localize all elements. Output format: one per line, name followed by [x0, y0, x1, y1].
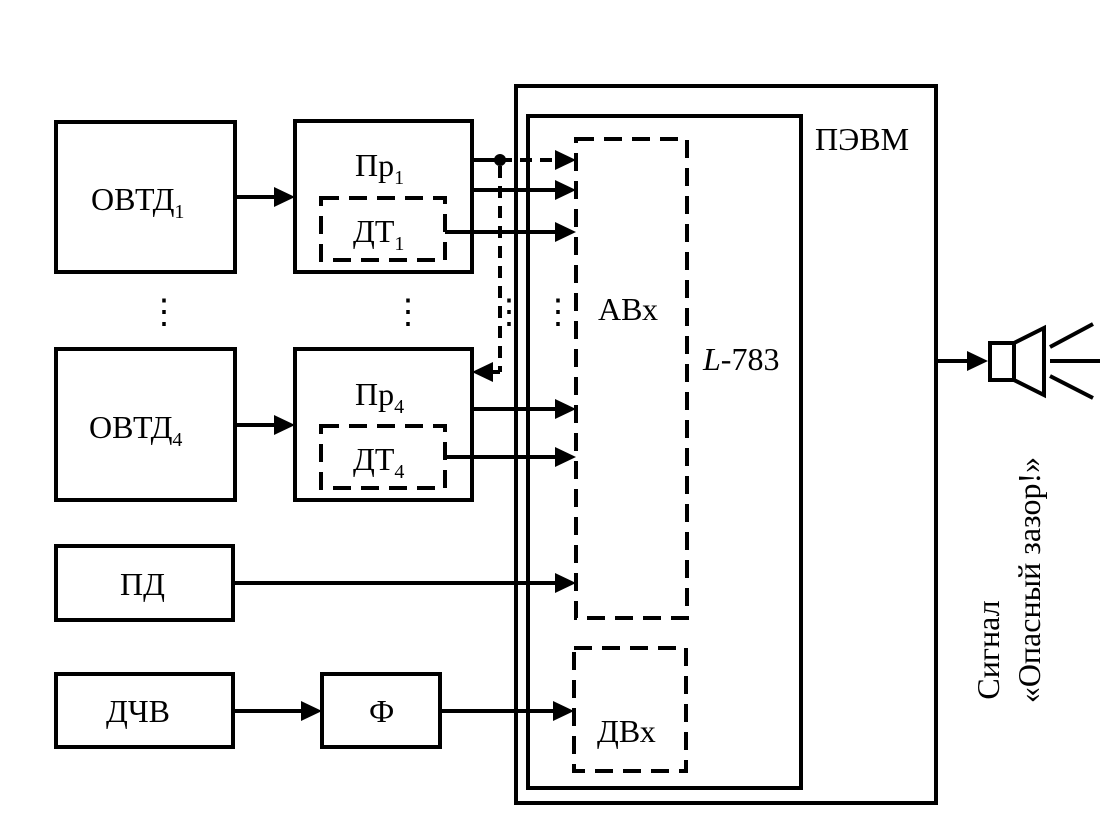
pevm-label: ПЭВМ	[815, 121, 909, 157]
pd-label: ПД	[120, 566, 165, 602]
dchv-label: ДЧВ	[106, 693, 170, 729]
arrow-pr1-out2-head	[555, 180, 576, 200]
arrow-pd-out-head	[555, 573, 576, 593]
arrow-pevm-speaker-head	[967, 351, 988, 371]
continuation-dots-pr: ⋮	[391, 294, 425, 331]
dt4-label: ДТ4	[353, 441, 404, 483]
arrow-ovtd1-pr1-head	[274, 187, 295, 207]
pr4-block	[293, 347, 474, 502]
arrow-dchv-f-head	[301, 701, 322, 721]
arrow-pr1-out1-head	[555, 150, 576, 170]
analog-input-label: АВх	[598, 291, 658, 327]
junction-dot	[494, 154, 506, 166]
l783-board	[526, 114, 803, 790]
pr1-block	[293, 119, 474, 274]
speaker-icon	[988, 322, 1100, 400]
continuation-dots-bus: ⋮	[492, 294, 526, 331]
digital-input-block	[572, 646, 688, 773]
arrow-ctrl-pr4-head	[472, 362, 493, 382]
ovtd4-label: ОВТД4	[89, 409, 182, 451]
arrow-dt4-out-head	[555, 447, 576, 467]
arrow-ovtd4-pr4-head	[274, 415, 295, 435]
ovtd1-label: ОВТД1	[91, 181, 184, 223]
dt1-block	[319, 196, 447, 262]
dt1-label: ДТ1	[353, 213, 404, 255]
pr1-label: Пр1	[355, 147, 404, 189]
arrow-dt1-out-head	[555, 222, 576, 242]
arrow-f-dvx-head	[553, 701, 574, 721]
continuation-dots-inputs: ⋮	[541, 294, 575, 331]
digital-input-label: ДВх	[597, 713, 656, 749]
analog-input-block	[574, 137, 689, 620]
pr4-label: Пр4	[355, 376, 404, 418]
arrow-pr4-out-head	[555, 399, 576, 419]
signal-caption-line2: «Опасный зазор!»	[1011, 457, 1047, 703]
l783-label: L-783	[702, 341, 779, 377]
signal-caption-line1: Сигнал	[970, 600, 1006, 699]
filter-label: Ф	[369, 693, 394, 729]
pevm-frame	[514, 84, 938, 805]
continuation-dots-ovtd: ⋮	[147, 294, 181, 331]
